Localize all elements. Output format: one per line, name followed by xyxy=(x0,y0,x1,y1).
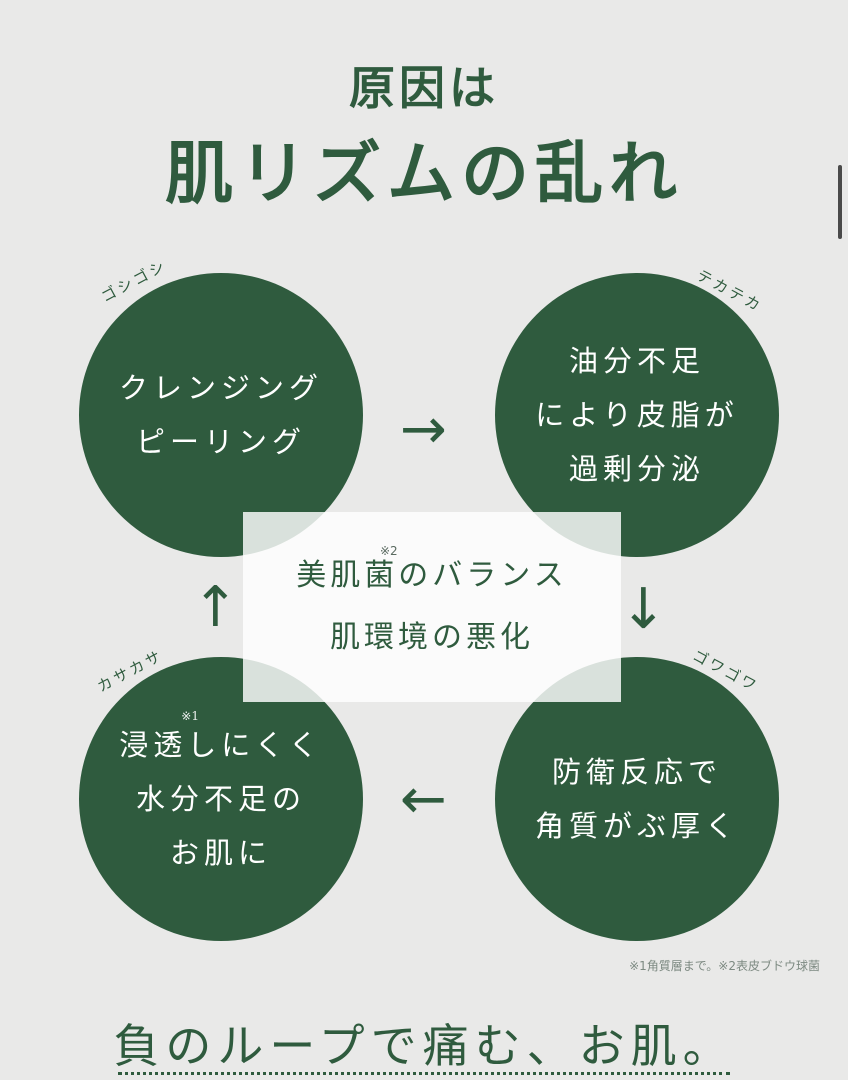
circle-text-line: 防衛反応で xyxy=(551,755,722,789)
circle-cleansing: クレンジング ピーリング xyxy=(79,273,363,557)
circle-text-line: 水分不足の xyxy=(135,782,306,816)
footnote: ※1角質層まで。※2表皮ブドウ球菌 xyxy=(629,959,820,973)
center-message-box: 美肌菌のバランス 肌環境の悪化 xyxy=(243,512,621,702)
circle-text-line-text: 浸透しにくく xyxy=(119,728,323,762)
circle-text-line: ピーリング xyxy=(135,425,306,459)
circle-text-line: 角質がぶ厚く xyxy=(534,809,739,843)
circle-text-line: 過剰分泌 xyxy=(568,452,705,486)
arrow-up-icon: ↑ xyxy=(192,575,239,640)
circle-dryness: ※1 浸透しにくく 水分不足の お肌に xyxy=(79,657,363,941)
arrow-right-icon: → xyxy=(400,397,447,462)
note-mark-1: ※1 xyxy=(181,709,199,723)
bottom-tagline: 負のループで痛む、お肌。 xyxy=(113,1019,735,1073)
note-mark-2: ※2 xyxy=(380,544,398,558)
center-text-line: 肌環境の悪化 xyxy=(330,620,534,655)
circle-defense: 防衛反応で 角質がぶ厚く xyxy=(495,657,779,941)
circle-sebum: 油分不足 により皮脂が 過剰分泌 xyxy=(495,273,779,557)
circle-text-line: ※1 浸透しにくく xyxy=(119,710,323,772)
arrow-down-icon: ↓ xyxy=(620,577,667,642)
title-line-1: 原因は xyxy=(349,61,499,115)
dotted-underline xyxy=(118,1072,730,1075)
center-text-line: 美肌菌のバランス xyxy=(296,558,568,593)
scrollbar-thumb[interactable] xyxy=(838,165,842,239)
circle-text-line: 油分不足 xyxy=(568,344,705,378)
circle-text-line: クレンジング xyxy=(118,371,323,405)
arrow-left-icon: ← xyxy=(400,767,447,832)
title-line-2: 肌リズムの乱れ xyxy=(164,134,683,214)
circle-text-line: により皮脂が xyxy=(535,398,739,432)
circle-text-line: お肌に xyxy=(169,836,272,870)
